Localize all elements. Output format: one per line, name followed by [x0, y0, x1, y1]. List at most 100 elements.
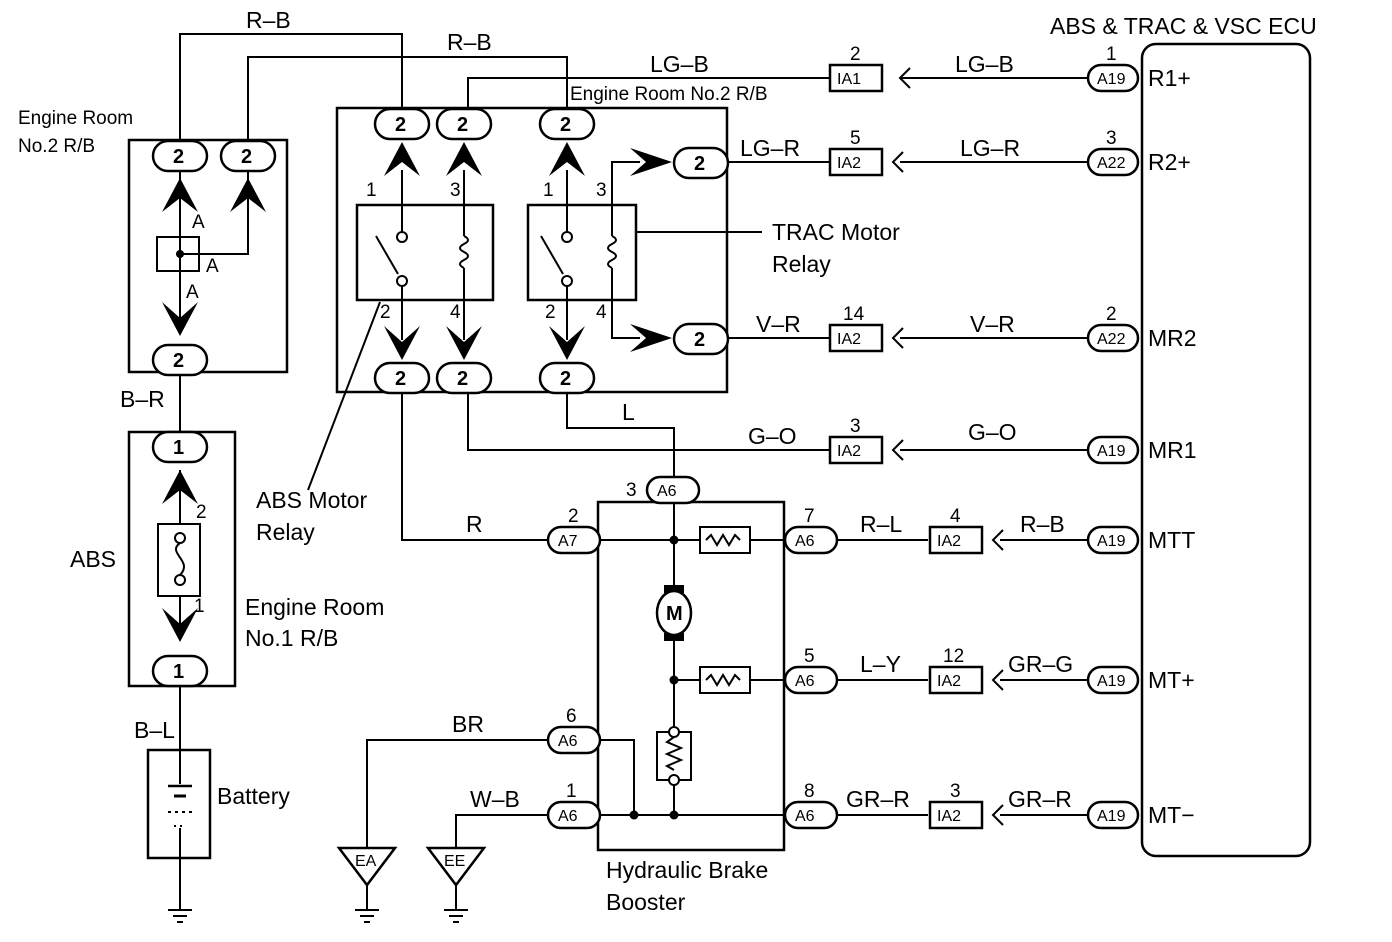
rb2-label-line2: No.2 R/B	[18, 136, 95, 157]
connector-a19-3: A19	[1097, 533, 1126, 550]
wire-label-lgb-1: LG–B	[650, 51, 709, 77]
pin-a22-2: 2	[1106, 304, 1117, 325]
wire-label-bl: B–L	[134, 717, 175, 743]
pin-a7-2: 2	[568, 506, 579, 527]
abs-relay-label-line1: ABS Motor	[256, 487, 368, 513]
connector-a6-1: A6	[558, 733, 578, 750]
wire-network	[179, 33, 1088, 910]
chevron-right-icons	[630, 148, 672, 352]
pin-relay-right-1: 2	[694, 153, 705, 175]
pin-trac-relay-3: 3	[596, 180, 607, 201]
terminal-mr1: MR1	[1148, 437, 1197, 463]
pin-rb2-2a: 2	[173, 146, 184, 168]
connector-a22-1: A22	[1097, 155, 1126, 172]
booster-label-line1: Hydraulic Brake	[606, 857, 768, 883]
connector-ia2-2: IA2	[837, 331, 861, 348]
wire-label-ly: L–Y	[860, 651, 901, 677]
pin-ia2-5: 5	[850, 128, 861, 149]
wire-label-lgb-2: LG–B	[955, 51, 1014, 77]
pin-rb2-2b: 2	[241, 146, 252, 168]
connector-a19-2: A19	[1097, 443, 1126, 460]
connector-a19-1: A19	[1097, 71, 1126, 88]
wire-label-lgr-1: LG–R	[740, 135, 800, 161]
pin-fuse-2: 2	[196, 502, 207, 523]
engine-room-rb2-box	[127, 138, 289, 374]
connector-a22-2: A22	[1097, 331, 1126, 348]
wire-label-l: L	[622, 399, 635, 425]
pin-abs-relay-1: 1	[366, 180, 377, 201]
pin-a6-7: 7	[804, 506, 815, 527]
connector-a6-2: A6	[558, 808, 578, 825]
relay-box	[335, 106, 729, 394]
pin-trac-relay-2: 2	[545, 302, 556, 323]
battery-label: Battery	[217, 783, 290, 809]
rb2-inline-label: Engine Room No.2 R/B	[570, 84, 768, 105]
ground-ea-label: EA	[355, 853, 377, 870]
pin-a6-3: 3	[626, 480, 637, 501]
pin-a22-3: 3	[1106, 128, 1117, 149]
terminal-mtt: MTT	[1148, 527, 1195, 553]
connector-ia2-3: IA2	[837, 443, 861, 460]
wire-label-rb-3: R–B	[1020, 511, 1065, 537]
connector-ia2-4: IA2	[937, 533, 961, 550]
terminal-r2-plus: R2+	[1148, 149, 1191, 175]
wire-label-grr-2: GR–R	[1008, 786, 1072, 812]
pin-trac-relay-4: 4	[596, 302, 607, 323]
connector-ia2-5: IA2	[937, 673, 961, 690]
trac-motor-relay	[526, 203, 638, 302]
pin-rb1-1a: 1	[173, 437, 184, 459]
pin-rb1-1b: 1	[173, 661, 184, 683]
pin-abs-relay-4: 4	[450, 302, 461, 323]
abs-relay-label-line2: Relay	[256, 519, 315, 545]
pin-trac-relay-1: 1	[543, 180, 554, 201]
wire-label-vr-1: V–R	[756, 311, 801, 337]
trac-relay-label-line1: TRAC Motor	[772, 219, 900, 245]
point-a-1: A	[192, 212, 205, 233]
battery-symbol	[168, 750, 192, 858]
wire-label-go-1: G–O	[748, 423, 797, 449]
wire-label-rl: R–L	[860, 511, 902, 537]
pin-relay-bot-3: 2	[560, 368, 571, 390]
abs-motor-relay	[355, 203, 495, 302]
terminal-mt-plus: MT+	[1148, 667, 1195, 693]
pin-relay-bot-1: 2	[395, 368, 406, 390]
pin-a6-8: 8	[804, 781, 815, 802]
chevron-up-icons	[162, 142, 585, 504]
pin-a6-1: 1	[566, 781, 577, 802]
connector-a19-4: A19	[1097, 673, 1126, 690]
motor-icon: M	[666, 603, 683, 625]
pin-relay-right-2: 2	[694, 329, 705, 351]
pin-relay-top-1: 2	[395, 114, 406, 136]
connector-a6-5: A6	[795, 673, 815, 690]
pin-a19-1: 1	[1106, 44, 1117, 65]
terminal-mr2: MR2	[1148, 325, 1197, 351]
trac-relay-label-line2: Relay	[772, 251, 831, 277]
wire-label-grg: GR–G	[1008, 651, 1073, 677]
wire-label-br: BR	[452, 711, 484, 737]
pin-ia2-3: 3	[850, 416, 861, 437]
point-a-2: A	[206, 256, 219, 277]
connector-ia1: IA1	[837, 71, 861, 88]
trac-relay-internals	[540, 170, 617, 340]
wire-label-go-2: G–O	[968, 419, 1017, 445]
pin-abs-relay-3: 3	[450, 180, 461, 201]
pin-rb2-2c: 2	[173, 350, 184, 372]
abs-fuse-label: ABS	[70, 546, 116, 572]
pin-ia2-14: 14	[843, 304, 865, 325]
rb1-label-line2: No.1 R/B	[245, 625, 338, 651]
wire-label-r: R	[466, 511, 483, 537]
rb1-label-line1: Engine Room	[245, 594, 384, 620]
ecu-box	[1140, 42, 1312, 858]
wire-label-b-r: B–R	[120, 386, 165, 412]
pin-a6-5: 5	[804, 646, 815, 667]
booster-internals	[629, 526, 751, 820]
ground-ee-label: EE	[444, 853, 465, 870]
connector-shapes	[151, 63, 1140, 830]
wire-label-rb-2: R–B	[447, 29, 492, 55]
wire-label-vr-2: V–R	[970, 311, 1015, 337]
chevron-down-icons	[162, 302, 585, 642]
connector-arrow-icons	[891, 67, 1004, 826]
connector-ia2-1: IA2	[837, 155, 861, 172]
abs-relay-internals	[375, 170, 469, 340]
